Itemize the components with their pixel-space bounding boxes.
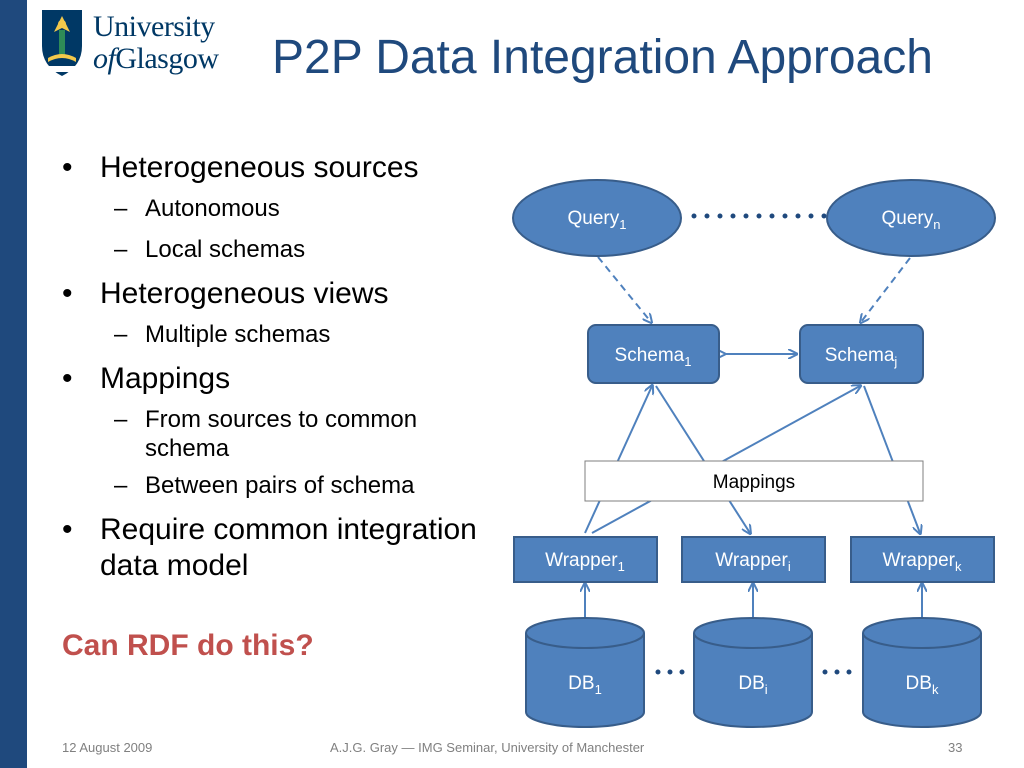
- query1-to-schema1-arrow: [597, 256, 651, 322]
- mappings-box: Mappings: [584, 460, 924, 502]
- wrapperk-label: Wrapper: [882, 550, 955, 571]
- sub-bullet-dash: –: [114, 406, 128, 433]
- schema1-label: Schema: [615, 345, 685, 366]
- sub-bullet-item: –Between pairs of schema: [58, 471, 488, 500]
- schemaj-subscript: j: [893, 354, 897, 369]
- svg-text:Wrapperi: Wrapperi: [715, 550, 791, 574]
- schemaj-label: Schema: [825, 345, 895, 366]
- callout-question: Can RDF do this?: [62, 629, 314, 662]
- sub-bullet-text: Between pairs of schema: [145, 472, 415, 499]
- svg-text:Schema1: Schema1: [615, 345, 692, 369]
- sub-bullet-item: –Multiple schemas: [58, 320, 488, 349]
- mappings-label: Mappings: [713, 472, 795, 493]
- sub-bullet-item: –Local schemas: [58, 235, 488, 264]
- wrapperi-subscript: i: [788, 559, 791, 574]
- queryn-to-schemaj-arrow: [861, 257, 911, 322]
- svg-text:DB1: DB1: [568, 673, 602, 697]
- mapping-schemaj-to-wrapperk: [863, 385, 920, 533]
- sub-bullet-dash: –: [114, 321, 128, 348]
- left-accent-bar: [0, 0, 27, 768]
- dbi-subscript: i: [765, 682, 768, 697]
- dbk-cylinder: DBk: [862, 617, 982, 728]
- query1-node: Query1: [512, 179, 682, 257]
- schema1-subscript: 1: [684, 354, 691, 369]
- schemaj-node: Schemaj: [799, 324, 924, 384]
- dbk-subscript: k: [932, 682, 939, 697]
- university-logo: University ofGlasgow: [40, 8, 250, 80]
- slide-title: P2P Data Integration Approach: [272, 31, 933, 84]
- bullet-list: Heterogeneous sources –Autonomous –Local…: [58, 150, 488, 592]
- svg-text:Schemaj: Schemaj: [825, 345, 898, 369]
- db1-subscript: 1: [595, 682, 602, 697]
- sub-bullet-text: From sources to common schema: [145, 406, 418, 462]
- dbk-label: DB: [906, 673, 932, 694]
- queryn-label: Query: [882, 208, 934, 229]
- query1-subscript: 1: [619, 217, 626, 232]
- bullet-item: Mappings: [58, 361, 488, 397]
- logo-glasgow-word: Glasgow: [115, 42, 219, 75]
- logo-glasgow-text: ofGlasgow: [93, 42, 219, 76]
- sub-bullet-item: –Autonomous: [58, 194, 488, 223]
- university-crest-icon: [42, 10, 82, 76]
- wrapperk-node: Wrapperk: [850, 536, 995, 583]
- schema1-node: Schema1: [587, 324, 720, 384]
- svg-text:DBk: DBk: [906, 673, 939, 697]
- svg-text:DBi: DBi: [738, 673, 767, 697]
- svg-text:Query1: Query1: [568, 208, 627, 232]
- sub-bullet-item: –From sources to common schema: [58, 405, 488, 463]
- footer-page-number: 33: [948, 740, 963, 755]
- bullet-item: Heterogeneous sources: [58, 150, 488, 186]
- wrapper1-label: Wrapper: [545, 550, 618, 571]
- svg-text:Wrapper1: Wrapper1: [545, 550, 625, 574]
- svg-text:Queryn: Queryn: [882, 208, 941, 232]
- footer-date: 12 August 2009: [62, 740, 153, 755]
- sub-bullet-dash: –: [114, 236, 128, 263]
- sub-bullet-dash: –: [114, 472, 128, 499]
- wrapperk-subscript: k: [955, 559, 962, 574]
- sub-bullet-dash: –: [114, 195, 128, 222]
- wrapper1-subscript: 1: [618, 559, 625, 574]
- mapping-wrapper1-to-schema1: [584, 386, 652, 534]
- queryn-node: Queryn: [826, 179, 996, 257]
- sub-bullet-text: Local schemas: [145, 236, 306, 263]
- wrapperi-label: Wrapper: [715, 550, 788, 571]
- bullet-item: Require common integration data model: [58, 512, 488, 584]
- logo-university-text: University: [93, 10, 215, 43]
- svg-text:Wrapperk: Wrapperk: [882, 550, 962, 574]
- logo-of-text: of: [93, 42, 116, 75]
- db1-cylinder: DB1: [525, 617, 645, 728]
- sub-bullet-text: Autonomous: [145, 195, 280, 222]
- footer-presenter: A.J.G. Gray — IMG Seminar, University of…: [330, 740, 645, 755]
- queryn-subscript: n: [933, 217, 940, 232]
- dbi-label: DB: [738, 673, 764, 694]
- dbi-cylinder: DBi: [693, 617, 813, 728]
- bullet-item: Heterogeneous views: [58, 276, 488, 312]
- wrapperi-node: Wrapperi: [681, 536, 826, 583]
- sub-bullet-text: Multiple schemas: [145, 321, 331, 348]
- query1-label: Query: [568, 208, 620, 229]
- wrapper1-node: Wrapper1: [513, 536, 658, 583]
- mapping-wrapper1-to-schemaj: [591, 386, 860, 534]
- mapping-schema1-to-wrapperi: [655, 385, 750, 533]
- db1-label: DB: [568, 673, 594, 694]
